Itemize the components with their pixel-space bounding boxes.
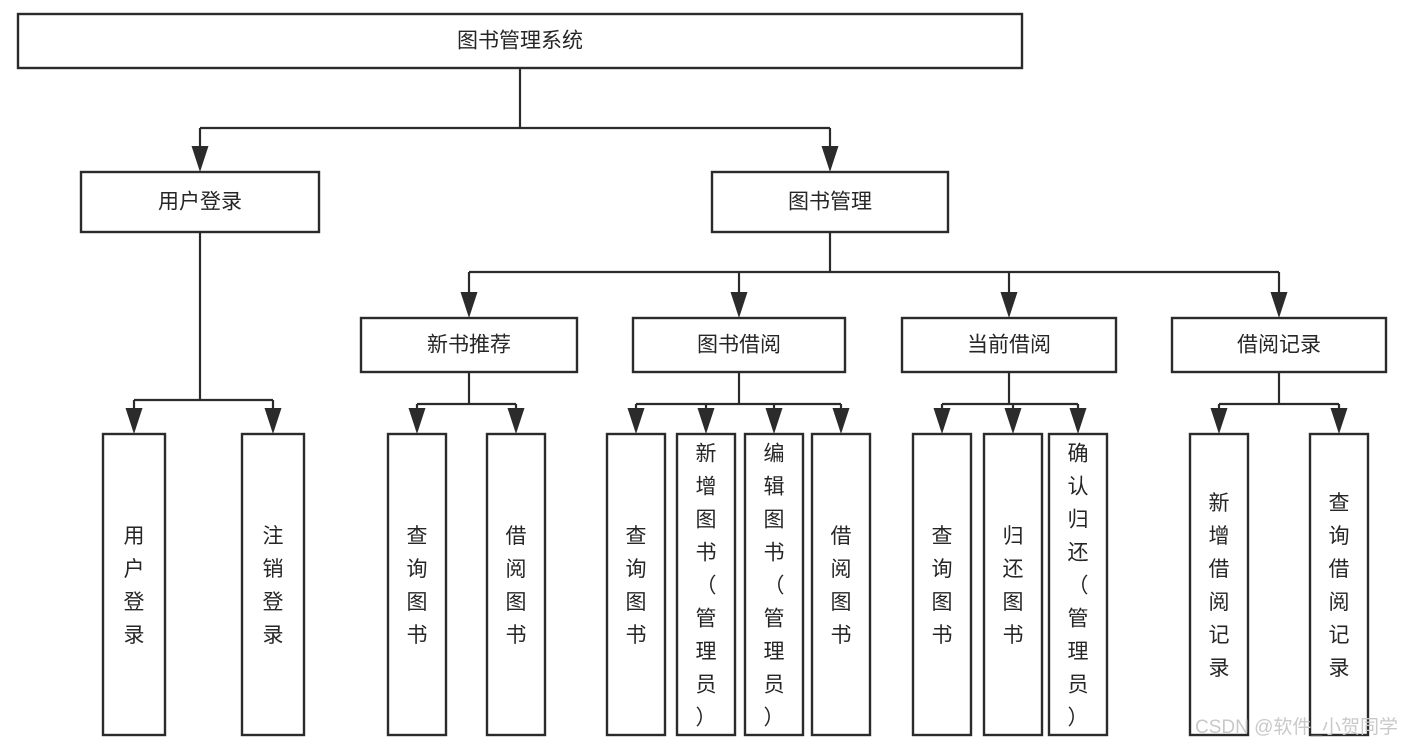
arrow-head-icon: [627, 408, 645, 434]
node-label: 借阅图书: [506, 525, 527, 647]
arrow-head-icon: [1004, 408, 1022, 434]
node-label: 查询图书: [932, 525, 953, 647]
node-leaf_3[interactable]: 借阅图书: [485, 432, 547, 737]
node-label: 查询图书: [407, 525, 428, 647]
node-l2_3[interactable]: 借阅记录: [1170, 316, 1388, 374]
arrow-head-icon: [1330, 408, 1348, 434]
node-label: 用户登录: [124, 525, 145, 647]
node-label: 用户登录: [158, 191, 242, 214]
node-layer: 图书管理系统用户登录图书管理新书推荐图书借阅当前借阅借阅记录用户登录注销登录查询…: [16, 12, 1388, 737]
arrow-head-icon: [507, 408, 525, 434]
node-l2_0[interactable]: 新书推荐: [359, 316, 579, 374]
arrow-head-icon: [408, 408, 426, 434]
node-box[interactable]: [1188, 432, 1250, 737]
connector-group-l2_2: [933, 372, 1087, 434]
connector-group-l1_0: [125, 232, 282, 434]
node-box[interactable]: [1047, 432, 1109, 737]
arrow-head-icon: [933, 408, 951, 434]
node-leaf_7[interactable]: 借阅图书: [810, 432, 872, 737]
arrow-head-icon: [697, 408, 715, 434]
connector-group-l2_3: [1210, 372, 1348, 434]
node-leaf_9[interactable]: 归还图书: [982, 432, 1044, 737]
node-leaf_10[interactable]: 确认归还（管理员）: [1047, 432, 1109, 737]
arrow-head-icon: [1270, 292, 1288, 318]
arrow-head-icon: [191, 146, 209, 172]
node-label: 查询图书: [626, 525, 647, 647]
connector-group-root: [191, 68, 839, 172]
node-box[interactable]: [1308, 432, 1370, 737]
node-box[interactable]: [631, 316, 847, 374]
node-label: 借阅图书: [831, 525, 852, 647]
node-box[interactable]: [810, 432, 872, 737]
arrow-head-icon: [264, 408, 282, 434]
node-box[interactable]: [386, 432, 448, 737]
node-box[interactable]: [16, 12, 1024, 70]
node-leaf_5[interactable]: 新增图书（管理员）: [675, 432, 737, 737]
arrow-head-icon: [460, 292, 478, 318]
node-leaf_11[interactable]: 新增借阅记录: [1188, 432, 1250, 737]
connector-group-l1_1: [460, 232, 1288, 318]
node-l1_1[interactable]: 图书管理: [710, 170, 950, 234]
node-box[interactable]: [79, 170, 321, 234]
node-label: 查询借阅记录: [1329, 492, 1350, 680]
arrow-head-icon: [1000, 292, 1018, 318]
node-label: 编辑图书（管理员）: [764, 443, 785, 730]
arrow-head-icon: [1069, 408, 1087, 434]
arrow-head-icon: [765, 408, 783, 434]
node-box[interactable]: [240, 432, 306, 737]
connector-group-l2_1: [627, 372, 850, 434]
node-leaf_8[interactable]: 查询图书: [911, 432, 973, 737]
connector-group-l2_0: [408, 372, 525, 434]
arrow-head-icon: [125, 408, 143, 434]
node-label: 归还图书: [1003, 525, 1024, 647]
node-box[interactable]: [485, 432, 547, 737]
node-box[interactable]: [1170, 316, 1388, 374]
node-label: 图书管理: [788, 191, 872, 214]
arrow-head-icon: [730, 292, 748, 318]
node-label: 借阅记录: [1237, 334, 1321, 357]
node-leaf_12[interactable]: 查询借阅记录: [1308, 432, 1370, 737]
node-l1_0[interactable]: 用户登录: [79, 170, 321, 234]
node-box[interactable]: [982, 432, 1044, 737]
node-leaf_0[interactable]: 用户登录: [101, 432, 167, 737]
node-label: 新书推荐: [427, 334, 511, 357]
node-box[interactable]: [710, 170, 950, 234]
node-label: 图书管理系统: [457, 30, 583, 53]
node-box[interactable]: [911, 432, 973, 737]
node-label: 确认归还（管理员）: [1068, 443, 1089, 730]
node-box[interactable]: [605, 432, 667, 737]
node-label: 当前借阅: [967, 334, 1051, 357]
node-label: 图书借阅: [697, 334, 781, 357]
arrow-head-icon: [821, 146, 839, 172]
node-leaf_1[interactable]: 注销登录: [240, 432, 306, 737]
node-label: 新增借阅记录: [1209, 492, 1230, 680]
connector-layer: [125, 68, 1348, 434]
node-root[interactable]: 图书管理系统: [16, 12, 1024, 70]
arrow-head-icon: [832, 408, 850, 434]
node-leaf_4[interactable]: 查询图书: [605, 432, 667, 737]
node-box[interactable]: [101, 432, 167, 737]
node-box[interactable]: [359, 316, 579, 374]
node-label: 注销登录: [263, 525, 284, 647]
arrow-head-icon: [1210, 408, 1228, 434]
node-label: 新增图书（管理员）: [696, 443, 717, 730]
node-box[interactable]: [675, 432, 737, 737]
node-leaf_2[interactable]: 查询图书: [386, 432, 448, 737]
node-box[interactable]: [900, 316, 1118, 374]
node-box[interactable]: [743, 432, 805, 737]
node-l2_2[interactable]: 当前借阅: [900, 316, 1118, 374]
watermark-label: CSDN @软件_小贺同学: [1195, 716, 1398, 738]
node-l2_1[interactable]: 图书借阅: [631, 316, 847, 374]
node-leaf_6[interactable]: 编辑图书（管理员）: [743, 432, 805, 737]
